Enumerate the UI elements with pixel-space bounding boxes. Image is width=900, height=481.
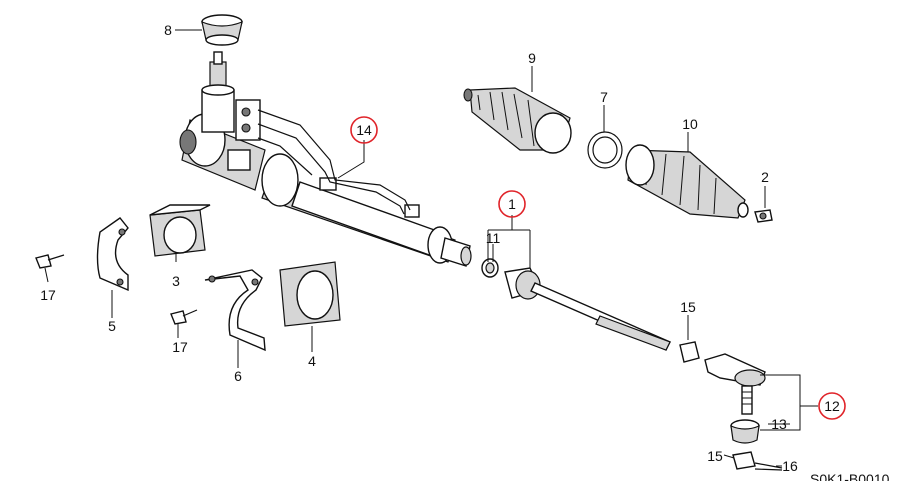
castle-nut-15-lower [732,451,756,470]
boot-band-7 [587,131,623,169]
callout-10: 10 [682,116,698,132]
callout-13: 13 [771,416,787,432]
callout-4: 4 [308,353,316,369]
callout-17-left: 17 [40,287,56,303]
bolt-17-center [170,309,198,325]
steering-gearbox [179,51,472,267]
callout-ring-12 [818,392,846,420]
callout-12: 12 [824,398,840,414]
callout-15-upper: 15 [680,299,696,315]
callout-14: 14 [356,122,372,138]
callout-2: 2 [761,169,769,185]
callout-16: 16 [782,458,798,474]
callout-9: 9 [528,50,536,66]
lock-washer-11 [481,258,499,278]
bolt-17-left [35,254,65,269]
feed-lines [257,109,411,215]
callout-17-center: 17 [172,339,188,355]
dust-seal [201,14,243,46]
cotter-pin-16 [754,462,783,471]
bushing-3 [149,204,211,257]
callout-5: 5 [108,318,116,334]
callout-11: 11 [486,230,501,246]
lock-nut-15-upper [679,341,700,363]
tie-rod-end-12 [704,353,766,415]
callout-ring-1 [498,190,526,218]
callout-6: 6 [234,368,242,384]
clip-2 [754,209,773,223]
footer-code: S0K1-B0010 [810,471,890,481]
callout-3: 3 [172,273,180,289]
leader-lines [44,29,818,467]
rack-end-boot-9 [463,87,572,154]
bracket-6 [204,269,266,352]
callout-8: 8 [164,22,172,38]
callout-ring-14 [350,116,378,144]
callout-15-lower: 15 [707,448,723,464]
boot-13 [730,419,760,444]
callout-7: 7 [600,89,608,105]
bushing-4 [279,261,341,327]
tie-rod-1 [504,267,671,351]
rack-end-boot-10 [625,144,749,219]
bracket-5 [96,217,129,292]
callout-1: 1 [508,196,516,212]
